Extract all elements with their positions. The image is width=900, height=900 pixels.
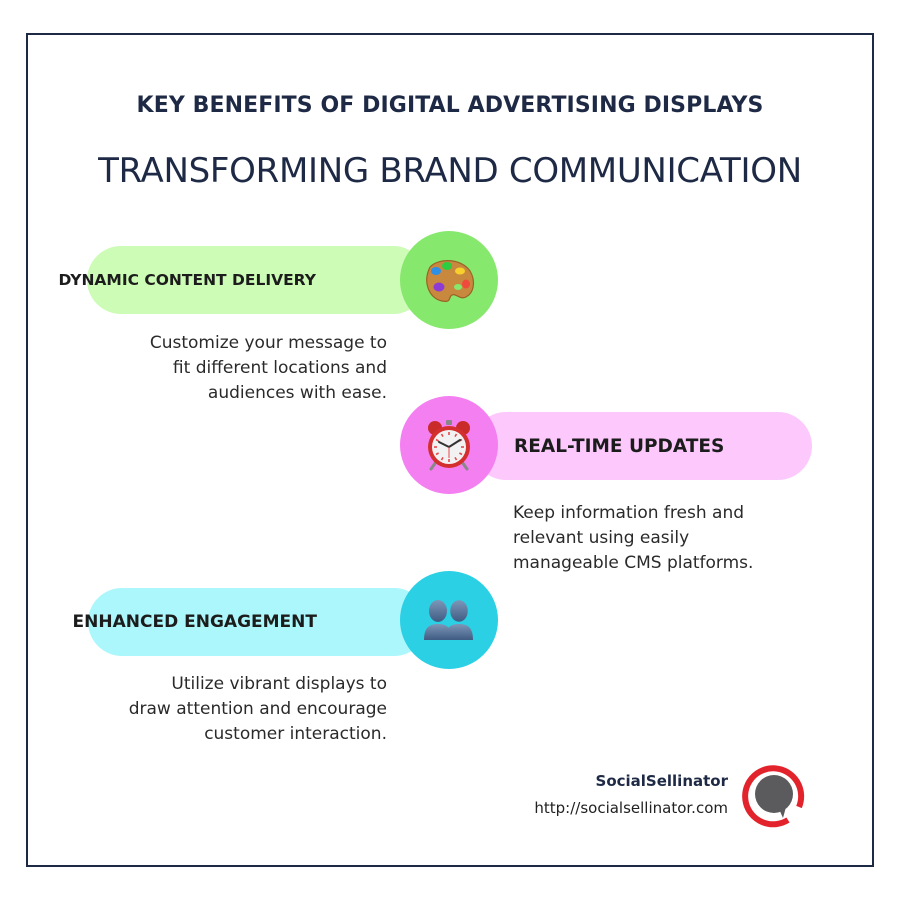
description-line: draw attention and encourage [128,699,387,719]
description-line: relevant using easily [513,528,690,548]
benefit-pill-dynamic-content: DYNAMIC CONTENT DELIVERY [58,246,427,314]
benefit-description: Customize your message to fit different … [150,331,387,406]
alarm-clock-icon [422,418,476,472]
benefit-circle-real-time-updates [400,396,498,494]
benefit-description: Keep information fresh and relevant usin… [513,501,753,576]
users-icon [423,598,475,642]
benefit-circle-dynamic-content [400,231,498,329]
page-subtitle: TRANSFORMING BRAND COMMUNICATION [98,151,802,191]
brand-block: SocialSellinator http://socialsellinator… [534,771,728,818]
brand-name: SocialSellinator [595,772,728,790]
palette-icon [422,257,476,303]
description-line: fit different locations and [172,358,387,378]
benefit-circle-enhanced-engagement [400,571,498,669]
page-title: KEY BENEFITS OF DIGITAL ADVERTISING DISP… [136,93,764,118]
brand-logo-icon [741,763,807,829]
description-line: customer interaction. [204,724,387,744]
description-line: audiences with ease. [207,383,387,403]
description-line: Utilize vibrant displays to [171,674,387,694]
benefit-title: DYNAMIC CONTENT DELIVERY [58,271,316,289]
benefit-title: REAL-TIME UPDATES [514,435,725,457]
brand-url-link[interactable]: http://socialsellinator.com [534,799,728,817]
description-line: Customize your message to [149,333,387,353]
benefit-description: Utilize vibrant displays to draw attenti… [129,672,387,747]
description-line: manageable CMS platforms. [513,553,754,573]
benefit-pill-real-time-updates: REAL-TIME UPDATES [472,412,812,480]
benefit-title: ENHANCED ENGAGEMENT [72,612,317,632]
benefit-pill-enhanced-engagement: ENHANCED ENGAGEMENT [73,588,428,656]
description-line: Keep information fresh and [513,503,745,523]
